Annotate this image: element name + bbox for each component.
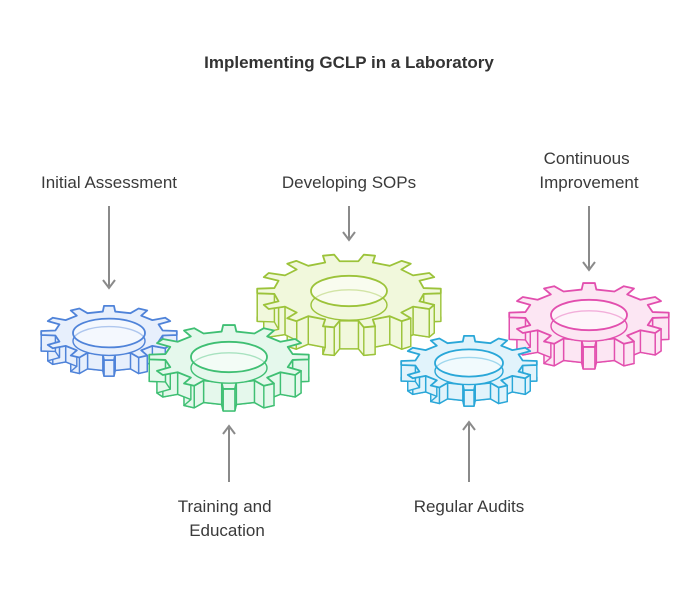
gear-developing-sops bbox=[256, 253, 442, 357]
arrow-training-and-education bbox=[222, 424, 236, 482]
gear-regular-audits bbox=[400, 334, 538, 407]
label-training-and-education: Training and Education bbox=[178, 497, 277, 540]
diagram-title: Implementing GCLP in a Laboratory bbox=[204, 53, 494, 72]
label-continuous-improvement: Continuous Improvement bbox=[539, 149, 638, 192]
gear-continuous-improvement bbox=[508, 282, 670, 370]
label-developing-sops: Developing SOPs bbox=[282, 173, 416, 192]
arrow-initial-assessment bbox=[102, 206, 116, 290]
label-regular-audits: Regular Audits bbox=[414, 497, 525, 516]
gear-initial-assessment bbox=[40, 304, 178, 377]
arrow-continuous-improvement bbox=[582, 206, 596, 272]
label-initial-assessment: Initial Assessment bbox=[41, 173, 177, 192]
arrow-developing-sops bbox=[342, 206, 356, 242]
arrow-regular-audits bbox=[462, 420, 476, 482]
gear-training-and-education bbox=[148, 324, 310, 412]
